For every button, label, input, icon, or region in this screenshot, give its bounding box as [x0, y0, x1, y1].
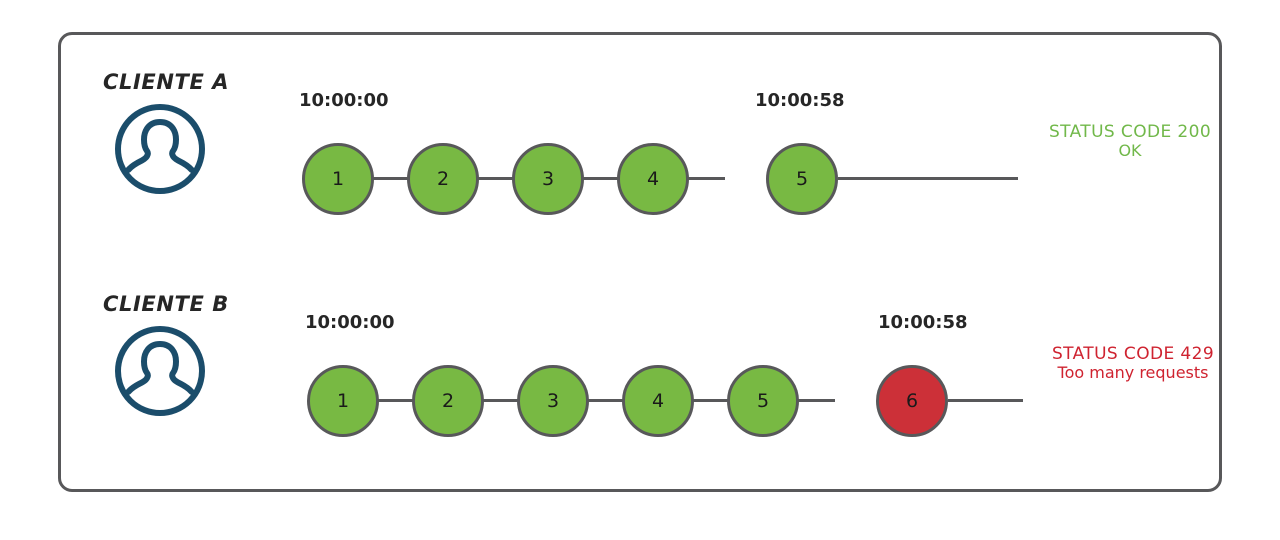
- request-chain-b: 1 2 3 4 5 6: [0, 356, 1280, 446]
- status-badge-b: STATUS CODE 429 Too many requests: [1018, 344, 1248, 383]
- timestamp-end-b: 10:00:58: [878, 312, 968, 333]
- request-node-a-3[interactable]: 3: [512, 143, 584, 215]
- connector-b-3: [585, 399, 625, 402]
- request-node-b-3[interactable]: 3: [517, 365, 589, 437]
- request-chain-a: 1 2 3 4 5: [0, 134, 1280, 224]
- request-node-label: 1: [336, 390, 350, 412]
- request-node-label: 2: [441, 390, 455, 412]
- request-node-label: 3: [546, 390, 560, 412]
- client-row-a: CLIENTE A 10:00:00 10:00:58 1 2: [0, 70, 1280, 250]
- connector-b-4: [690, 399, 730, 402]
- request-node-a-2[interactable]: 2: [407, 143, 479, 215]
- request-node-a-4[interactable]: 4: [617, 143, 689, 215]
- connector-a-tail: [838, 177, 1018, 180]
- request-node-label: 4: [651, 390, 665, 412]
- connector-a-2: [475, 177, 515, 180]
- request-node-label: 5: [756, 390, 770, 412]
- connector-a-3: [580, 177, 620, 180]
- client-row-b: CLIENTE B 10:00:00 10:00:58 1 2: [0, 292, 1280, 472]
- user-avatar-icon-a: [113, 102, 207, 200]
- status-message-b: Too many requests: [1057, 363, 1209, 383]
- request-node-b-5[interactable]: 5: [727, 365, 799, 437]
- request-node-b-6[interactable]: 6: [876, 365, 948, 437]
- request-node-label: 5: [795, 168, 809, 190]
- status-code-a: STATUS CODE 200: [1048, 122, 1212, 142]
- request-node-label: 6: [905, 390, 919, 412]
- request-node-a-5[interactable]: 5: [766, 143, 838, 215]
- user-avatar-icon-b: [113, 324, 207, 422]
- request-node-b-4[interactable]: 4: [622, 365, 694, 437]
- status-code-b: STATUS CODE 429: [1051, 344, 1215, 364]
- client-label-a: CLIENTE A: [103, 70, 230, 94]
- request-node-b-1[interactable]: 1: [307, 365, 379, 437]
- timestamp-start-a: 10:00:00: [299, 90, 389, 111]
- request-node-label: 2: [436, 168, 450, 190]
- request-node-label: 1: [331, 168, 345, 190]
- connector-b-tail: [948, 399, 1023, 402]
- connector-a-4: [685, 177, 725, 180]
- timestamp-end-a: 10:00:58: [755, 90, 845, 111]
- connector-a-1: [370, 177, 410, 180]
- timestamp-start-b: 10:00:00: [305, 312, 395, 333]
- status-message-a: OK: [1118, 141, 1142, 161]
- status-badge-a: STATUS CODE 200 OK: [1015, 122, 1245, 161]
- request-node-label: 3: [541, 168, 555, 190]
- connector-b-5: [795, 399, 835, 402]
- request-node-a-1[interactable]: 1: [302, 143, 374, 215]
- client-label-b: CLIENTE B: [103, 292, 229, 316]
- connector-b-1: [375, 399, 415, 402]
- request-node-label: 4: [646, 168, 660, 190]
- request-node-b-2[interactable]: 2: [412, 365, 484, 437]
- connector-b-2: [480, 399, 520, 402]
